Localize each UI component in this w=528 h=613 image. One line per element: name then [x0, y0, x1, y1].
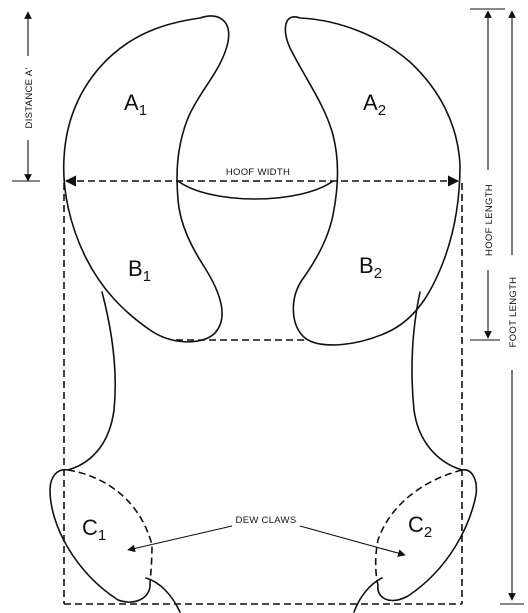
- left-leg-outline: [67, 291, 117, 471]
- label-b2: B2: [359, 253, 382, 282]
- foot-length-label: FOOT LENGTH: [508, 277, 519, 348]
- label-c1: C1: [82, 515, 106, 544]
- label-c2: C2: [408, 512, 432, 541]
- left-hoof-outline: [62, 15, 230, 343]
- hoof-width-label: HOOF WIDTH: [226, 167, 290, 178]
- right-dew-claw-outline: [377, 469, 478, 602]
- dew-claws-label-bg: [232, 513, 300, 526]
- left-dew-claw-outline: [49, 468, 151, 603]
- hoof-width-label-bg: [222, 165, 294, 178]
- hoof-division-curve: [177, 180, 334, 200]
- dew-claws-label: DEW CLAWS: [236, 515, 297, 526]
- right-leg-outline: [411, 291, 463, 471]
- right-hoof-outline: [284, 16, 461, 346]
- left-dew-claw-tip: [145, 577, 181, 613]
- dew-claws-right-arrow: [299, 525, 406, 557]
- label-a1: A1: [124, 90, 147, 119]
- left-dew-claw-dashed: [67, 469, 153, 586]
- label-a2: A2: [363, 90, 386, 119]
- distance-a-label: DISTANCE A': [24, 68, 35, 129]
- hoof-length-label: HOOF LENGTH: [484, 184, 495, 256]
- label-b1: B1: [128, 256, 151, 285]
- dew-claws-left-arrow: [127, 525, 233, 553]
- right-dew-claw-tip: [353, 577, 383, 613]
- right-dew-claw-dashed: [374, 469, 463, 586]
